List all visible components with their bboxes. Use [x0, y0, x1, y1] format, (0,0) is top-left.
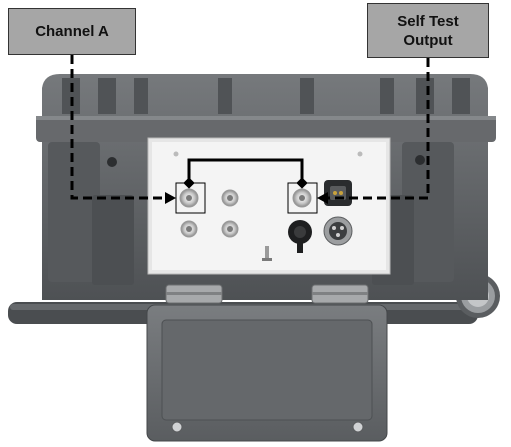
- hinge-icon: [166, 285, 222, 303]
- self-test-callout: Self Test Output: [367, 3, 489, 58]
- multipin-connector-icon: [324, 180, 352, 206]
- channel-a-label: Channel A: [35, 22, 109, 41]
- bnc-connector-icon: [180, 189, 198, 207]
- channel-a-callout: Channel A: [8, 8, 136, 55]
- lid: [147, 305, 387, 441]
- bnc-connector-icon: [222, 190, 238, 206]
- self-test-label-line2: Output: [403, 31, 452, 50]
- bnc-connector-icon: [222, 221, 238, 237]
- bnc-connector-icon: [181, 221, 197, 237]
- bnc-connector-icon: [293, 189, 311, 207]
- multipin-connector-icon: [324, 217, 352, 245]
- self-test-label-line1: Self Test: [397, 12, 458, 31]
- hinge-icon: [312, 285, 368, 303]
